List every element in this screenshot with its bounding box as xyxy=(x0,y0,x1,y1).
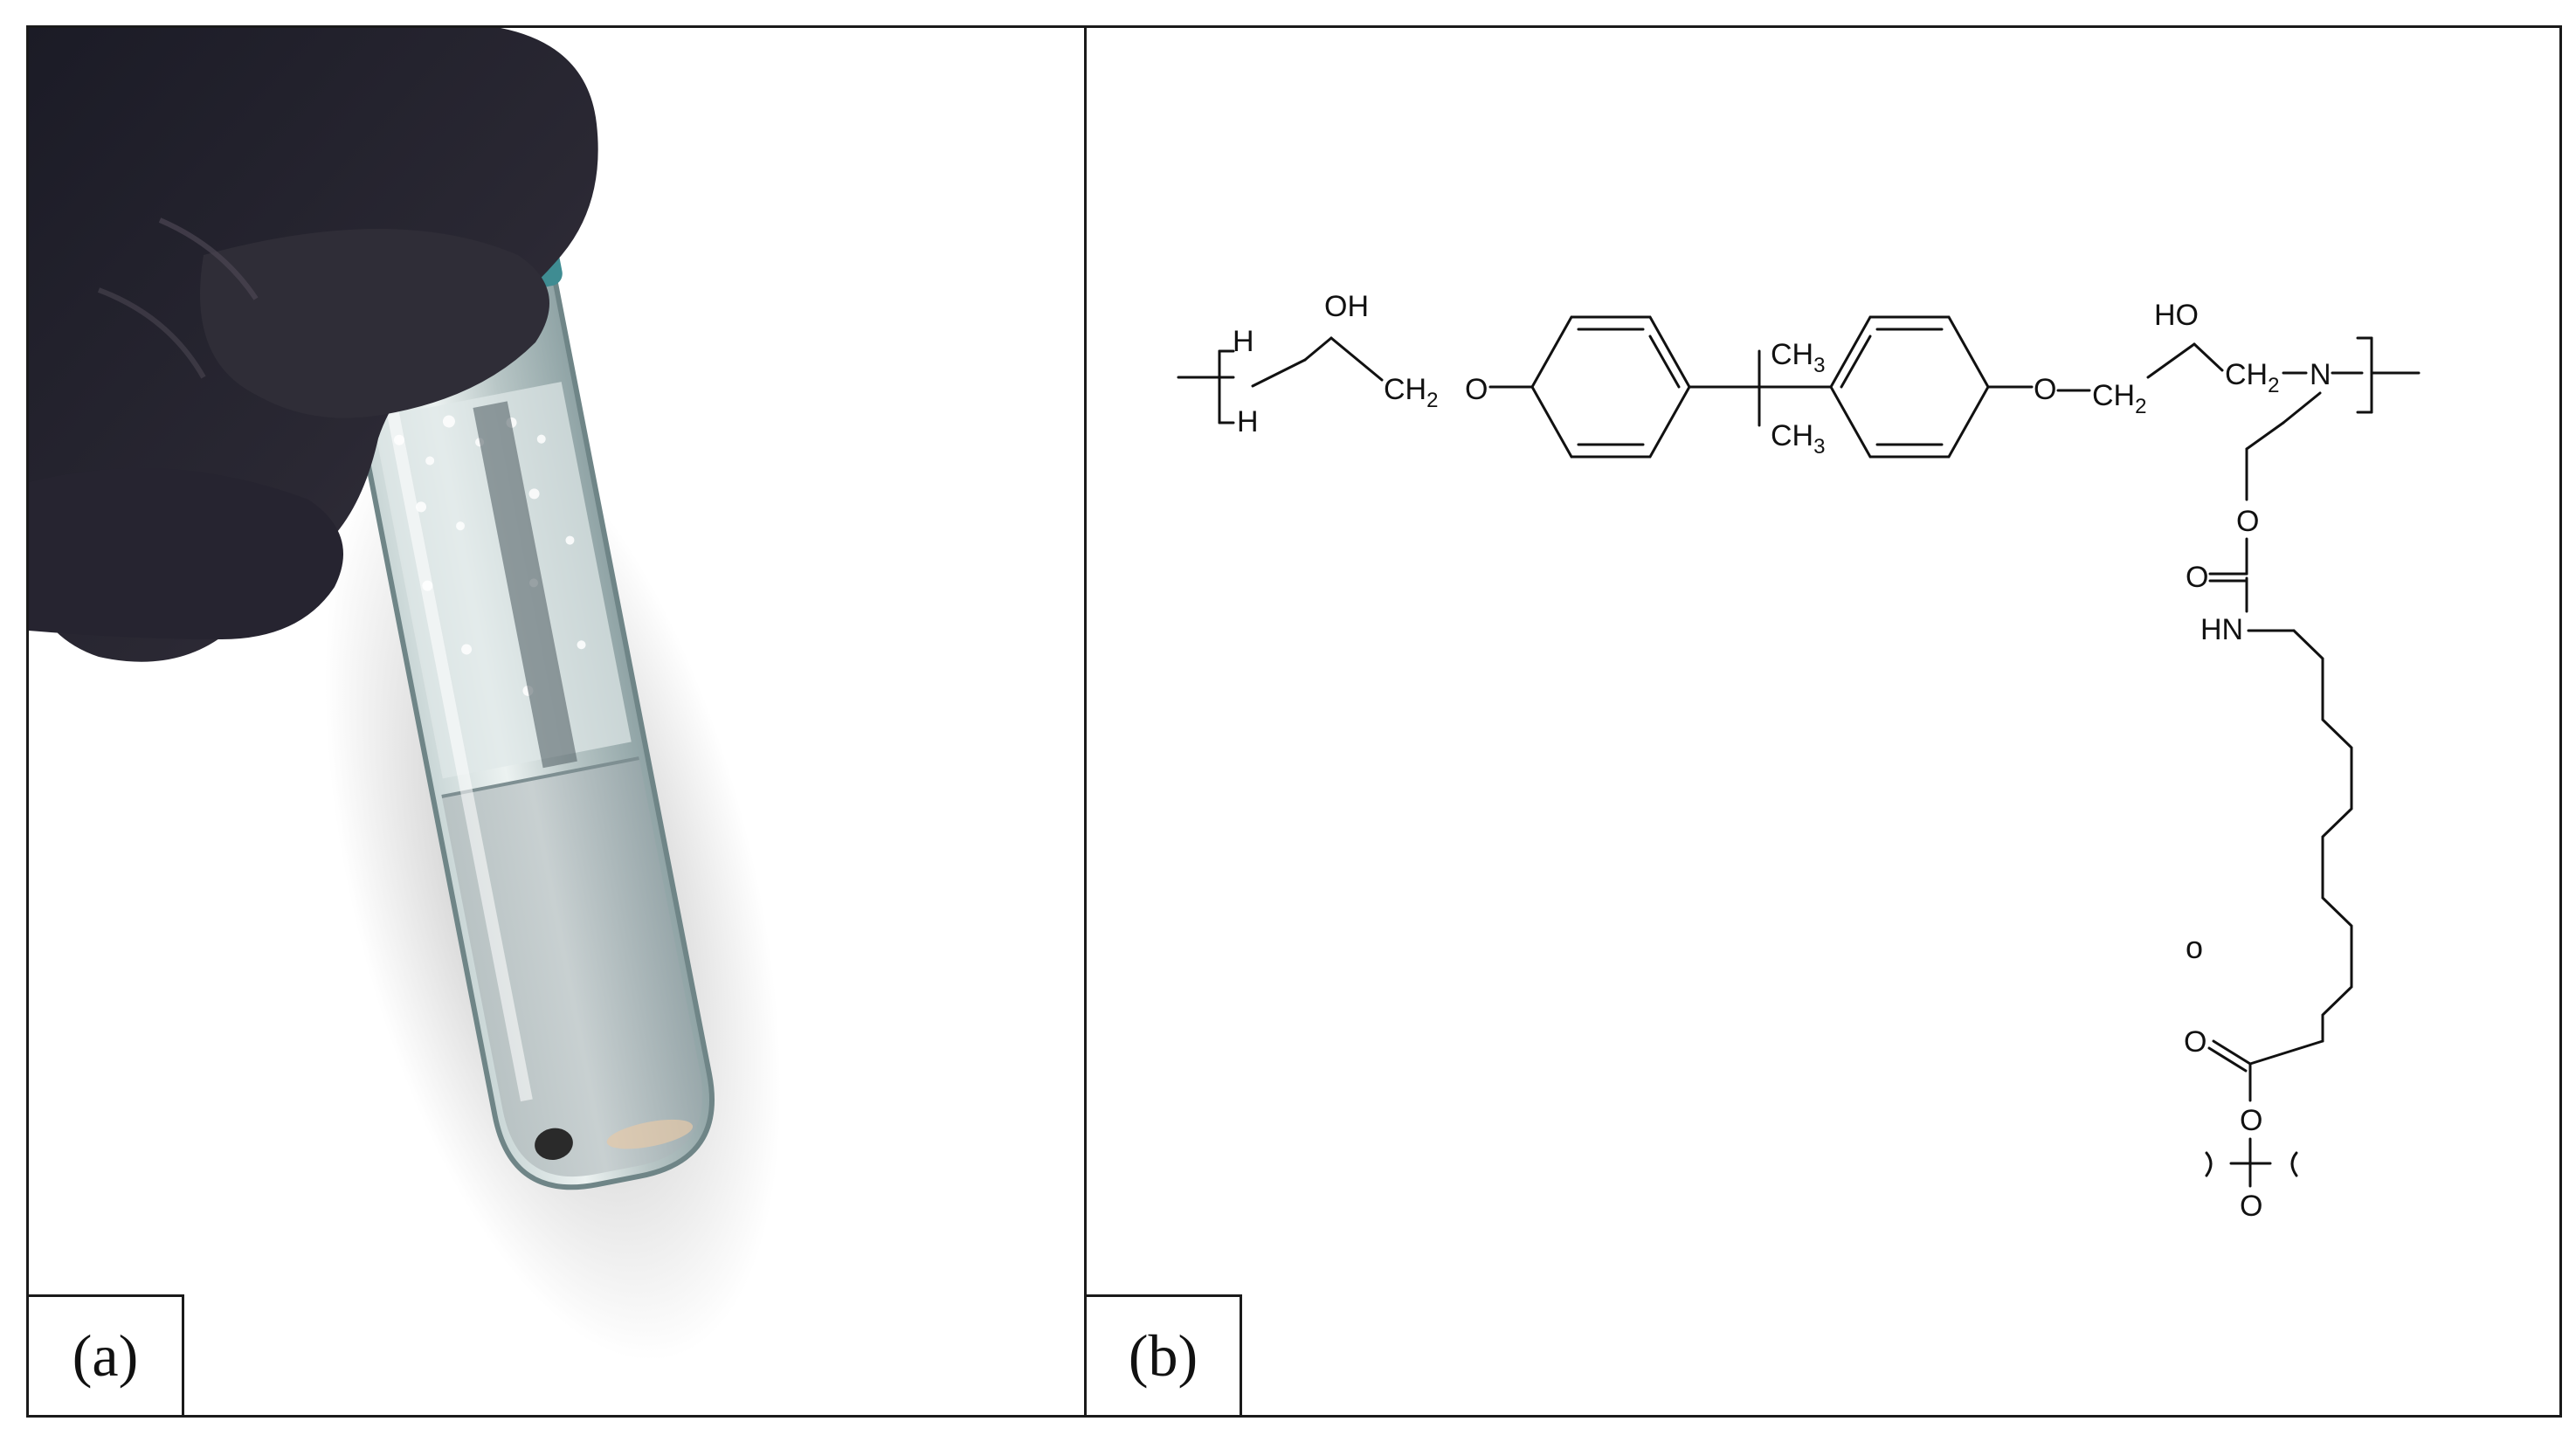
panel-a-label: (a) xyxy=(29,1294,184,1415)
panel-b-label: (b) xyxy=(1087,1294,1242,1415)
ether-o-right: O xyxy=(2034,373,2056,406)
nh: HN xyxy=(2200,613,2243,646)
hydroxyl-right: HO xyxy=(2154,299,2199,332)
hydroxyl-left: OH xyxy=(1324,290,1369,323)
h-bottom: H xyxy=(1237,405,1259,438)
ether-o-left: O xyxy=(1465,373,1488,406)
serif-o: o xyxy=(2186,929,2203,965)
methyl-bottom: CH3 xyxy=(1771,419,1825,459)
benzene-ring-right xyxy=(1829,315,1990,459)
test-tube xyxy=(336,273,715,1190)
chemical-structure: H H OH CH2 O CH3 CH3 O xyxy=(1177,290,2421,1223)
alkyl-chain xyxy=(2292,629,2353,1043)
amine-n: N xyxy=(2310,358,2331,391)
right-bracket xyxy=(2356,336,2421,414)
ester-carbonyl-o: O xyxy=(2184,1025,2207,1059)
benzene-ring-left xyxy=(1530,315,1691,459)
ch2-left: CH2 xyxy=(1384,373,1438,412)
methyl-top: CH3 xyxy=(1771,338,1825,377)
ch2-right: CH2 xyxy=(2092,379,2146,418)
panel-b: H H OH CH2 O CH3 CH3 O xyxy=(1084,25,2562,1418)
carbonyl-o: O xyxy=(2186,561,2208,594)
h-top: H xyxy=(1233,325,1254,358)
carbamate-o: O xyxy=(2236,505,2259,538)
ester-o: O xyxy=(2240,1104,2262,1137)
test-tube-photo xyxy=(29,28,782,1362)
left-bracket xyxy=(1177,349,1235,424)
panel-a: (a) xyxy=(26,25,1087,1418)
terminal-o: O xyxy=(2240,1190,2262,1223)
ch2-n: CH2 xyxy=(2225,358,2279,397)
hand xyxy=(29,28,598,662)
